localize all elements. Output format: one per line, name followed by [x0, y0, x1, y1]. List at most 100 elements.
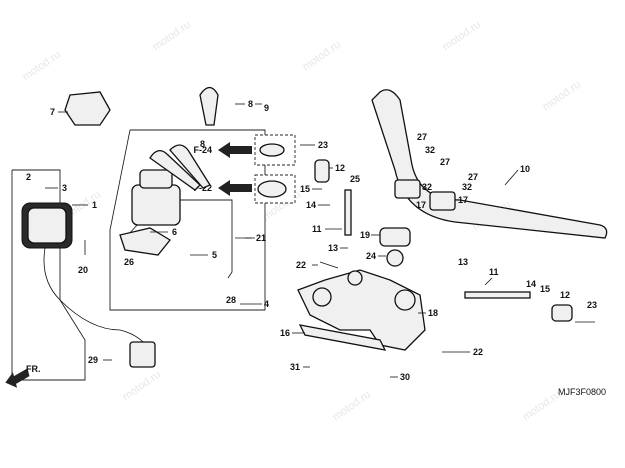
- svg-text:32: 32: [425, 145, 435, 155]
- holder-right: [429, 191, 456, 211]
- direction-label: FR.: [26, 364, 41, 374]
- callout-12: 12: [329, 163, 345, 173]
- ignition-switch-body: [131, 184, 181, 226]
- switch-block: [27, 207, 67, 244]
- key-blank: [199, 86, 219, 126]
- callout-22b: 22: [465, 347, 483, 357]
- callout-30: 30: [390, 372, 410, 382]
- callout-17: 17: [416, 200, 426, 210]
- svg-text:17: 17: [416, 200, 426, 210]
- rod-11: [344, 189, 352, 236]
- handle-clamp: [64, 91, 111, 126]
- svg-text:28: 28: [226, 295, 236, 305]
- callout-8b: 8: [200, 139, 205, 149]
- ignition-switch-top: [139, 169, 173, 189]
- callout-27b: 27: [440, 157, 450, 167]
- svg-text:1: 1: [92, 200, 97, 210]
- callout-4: 4: [240, 299, 269, 309]
- svg-text:5: 5: [212, 250, 217, 260]
- svg-text:2: 2: [26, 172, 31, 182]
- switch-mount-bracket: [119, 227, 171, 256]
- callout-2: 2: [26, 172, 31, 182]
- key-a: [149, 150, 201, 191]
- callout-3: 3: [45, 183, 67, 193]
- callout-5: 5: [190, 250, 217, 260]
- callout-13b: 13: [458, 257, 468, 267]
- svg-text:11: 11: [489, 267, 499, 277]
- callout-22: 22: [296, 260, 318, 270]
- svg-text:14: 14: [306, 200, 316, 210]
- callout-17b: 17: [458, 195, 468, 205]
- callout-11: 11: [312, 224, 342, 234]
- callout-7: 7: [50, 107, 68, 117]
- svg-text:7: 7: [50, 107, 55, 117]
- diagram-code: MJF3F0800: [558, 387, 606, 397]
- callout-32: 32: [425, 145, 435, 155]
- svg-text:23: 23: [318, 140, 328, 150]
- grommet-icon: [257, 180, 287, 198]
- callout-23: 23: [318, 140, 328, 150]
- callout-27: 27: [417, 132, 427, 142]
- svg-text:32: 32: [422, 182, 432, 192]
- ref-arrow-f22-icon: [218, 180, 252, 196]
- handlebar-pipe: [371, 89, 608, 239]
- svg-text:8: 8: [248, 99, 253, 109]
- svg-text:4: 4: [264, 299, 269, 309]
- callout-31: 31: [290, 362, 310, 372]
- callout-8: 8: [235, 99, 253, 109]
- callout-20: 20: [78, 265, 88, 275]
- weight-12: [314, 159, 330, 183]
- callout-13: 13: [328, 243, 348, 253]
- callout-28: 28: [226, 295, 236, 305]
- svg-text:16: 16: [280, 328, 290, 338]
- callout-21: 21: [245, 233, 266, 243]
- callout-14: 14: [306, 200, 330, 210]
- fork-clamp-right: [394, 289, 416, 311]
- key-b: [169, 144, 211, 189]
- svg-text:21: 21: [256, 233, 266, 243]
- svg-text:25: 25: [350, 174, 360, 184]
- svg-text:6: 6: [172, 227, 177, 237]
- callout-24: 24: [366, 251, 386, 261]
- callout-26: 26: [124, 257, 134, 267]
- svg-text:13: 13: [328, 243, 338, 253]
- callout-1: 1: [72, 200, 97, 210]
- callout-6: 6: [150, 227, 177, 237]
- callout-9: 9: [255, 103, 269, 113]
- connector: [129, 341, 156, 368]
- svg-text:10: 10: [520, 164, 530, 174]
- svg-text:14: 14: [526, 279, 536, 289]
- wire-harness: [43, 247, 151, 351]
- svg-text:18: 18: [428, 308, 438, 318]
- bolt-22-a: [319, 261, 339, 269]
- svg-text:12: 12: [560, 290, 570, 300]
- callout-14b: 14: [526, 279, 536, 289]
- wire-harness-frame: [11, 169, 86, 381]
- svg-text:30: 30: [400, 372, 410, 382]
- callout-15: 15: [300, 184, 322, 194]
- svg-text:27: 27: [417, 132, 427, 142]
- callout-16: 16: [280, 328, 305, 338]
- nut-24: [386, 249, 404, 267]
- callout-10: 10: [504, 164, 530, 186]
- svg-text:20: 20: [78, 265, 88, 275]
- cable-end-icon: [259, 143, 285, 157]
- callout-23b: 23: [587, 300, 597, 310]
- svg-text:3: 3: [62, 183, 67, 193]
- svg-text:27: 27: [468, 172, 478, 182]
- callout-32b: 32: [422, 182, 432, 192]
- holder-left: [394, 179, 421, 199]
- callout-25: 25: [350, 174, 360, 184]
- svg-text:12: 12: [335, 163, 345, 173]
- svg-text:29: 29: [88, 355, 98, 365]
- svg-text:22: 22: [296, 260, 306, 270]
- svg-text:23: 23: [587, 300, 597, 310]
- ref-label-f24: F-24: [193, 145, 212, 155]
- bracket-16: [298, 324, 387, 351]
- svg-text:24: 24: [366, 251, 376, 261]
- switch-assembly-frame: [109, 129, 266, 311]
- svg-text:9: 9: [264, 103, 269, 113]
- callout-29: 29: [88, 355, 112, 365]
- fork-clamp-left: [312, 287, 332, 307]
